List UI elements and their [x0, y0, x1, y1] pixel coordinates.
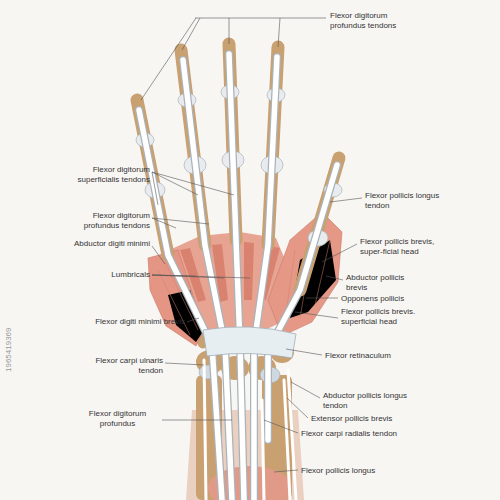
- other-tendons: [204, 360, 296, 500]
- part-label: Flexor digitorum profundus tendons: [330, 11, 420, 30]
- part-label: Flexor pollicis longus: [301, 466, 431, 476]
- part-label: Flexor digitorum profundus: [75, 409, 160, 428]
- part-label: Flexor digiti minimi brevis: [55, 317, 185, 327]
- part-label: Flexor carpi radialis tendon: [301, 429, 441, 439]
- part-label: Flexor digitorum superficialis tendons: [60, 165, 150, 184]
- part-label: Extensor pollicis brevis: [311, 414, 441, 424]
- watermark: 1965419369: [4, 328, 13, 373]
- part-label: Abductor pollicis brevis: [346, 273, 416, 292]
- part-label: Flexor carpi ulnaris tendon: [85, 356, 163, 375]
- flexor-retinaculum-band: [203, 327, 296, 358]
- part-label: Abductor digiti minimi: [70, 239, 150, 249]
- part-label: Lumbricals: [70, 270, 150, 280]
- part-label: Flexor retinaculum: [325, 351, 435, 361]
- part-label: Flexor pollicis brevis. superficial head: [341, 307, 441, 326]
- part-label: Flexor pollicis longus tendon: [365, 191, 445, 210]
- part-label: Abductor pollicis longus tendon: [323, 391, 413, 410]
- part-label: Flexor digitorum profundus tendons: [60, 211, 150, 230]
- part-label: Flexor pollicis brevis, super-ficial hea…: [360, 237, 455, 256]
- part-label: Opponens pollicis: [341, 294, 451, 304]
